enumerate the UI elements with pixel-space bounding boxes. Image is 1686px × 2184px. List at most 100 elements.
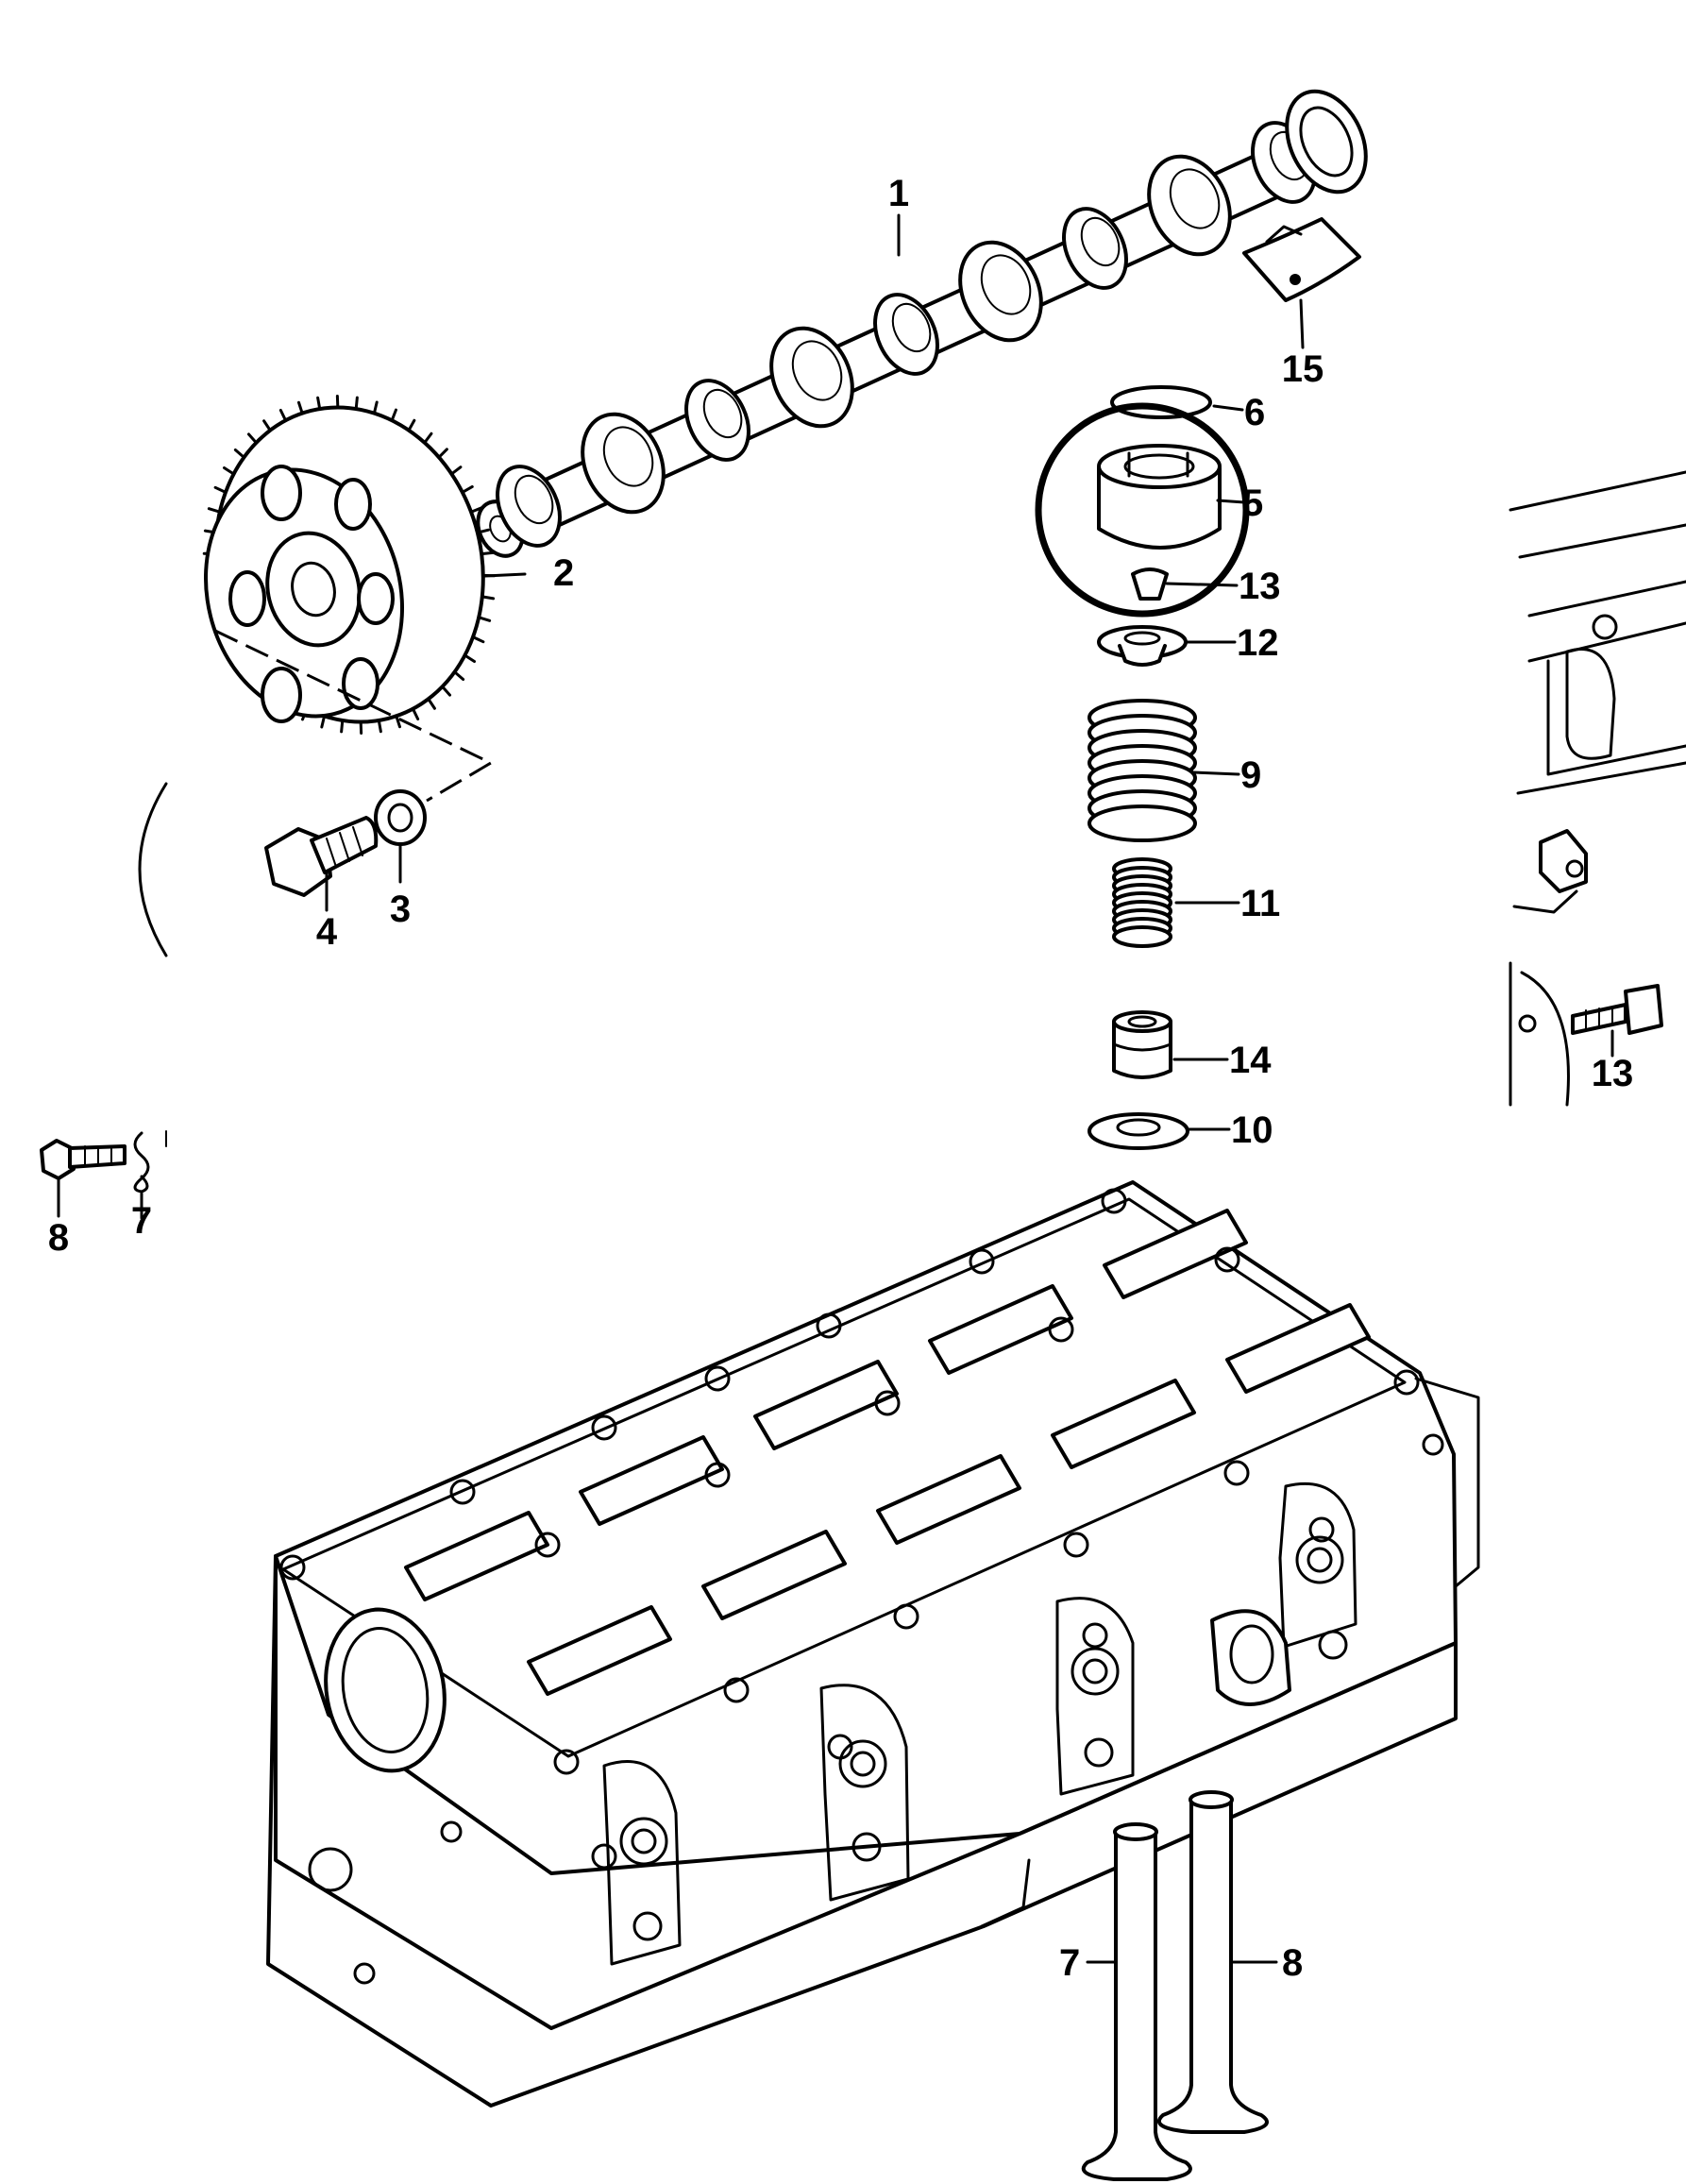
sprocket-tooth bbox=[411, 707, 420, 721]
exhaust-valve bbox=[1156, 1790, 1269, 2134]
sprocket-tooth bbox=[476, 528, 490, 534]
sprocket-tooth bbox=[390, 408, 397, 422]
cylinder-head bbox=[266, 1180, 1480, 2108]
cylinder-head-bolt-boss bbox=[893, 1603, 919, 1630]
callout-stem-seal: 14 bbox=[1229, 1040, 1272, 1081]
camshaft-journal bbox=[496, 465, 562, 548]
cylinder-head-bolt-boss bbox=[1308, 1516, 1335, 1543]
sprocket-tooth bbox=[262, 419, 272, 432]
valve-tappet bbox=[1097, 444, 1222, 550]
sprocket-tooth bbox=[320, 714, 327, 729]
cylinder-head-bolt-boss bbox=[704, 1365, 731, 1392]
cylinder-head-bolt-boss bbox=[534, 1532, 561, 1558]
camshaft-lobe-face bbox=[514, 474, 554, 525]
cylinder-head-port bbox=[876, 1454, 1021, 1545]
callout-valve-tappet: 5 bbox=[1242, 483, 1263, 524]
inner-spring-coil bbox=[1112, 925, 1172, 948]
sprocket-tooth bbox=[463, 653, 476, 664]
cylinder-head-port bbox=[404, 1511, 549, 1601]
inner-valve-spring bbox=[1112, 857, 1172, 948]
cylinder-head-bolt-boss bbox=[591, 1414, 617, 1441]
callout-left-bolt: 8 bbox=[48, 1217, 69, 1259]
callout-outer-spring: 9 bbox=[1240, 754, 1261, 796]
sprocket-tooth bbox=[427, 697, 436, 710]
cylinder-head-bolt-boss bbox=[1223, 1460, 1250, 1486]
cylinder-head-port bbox=[753, 1360, 899, 1450]
sprocket-tooth bbox=[423, 432, 433, 445]
cylinder-head-bolt-boss bbox=[1063, 1532, 1089, 1558]
callout-sprocket: 2 bbox=[553, 552, 574, 594]
camshaft-journal bbox=[684, 379, 750, 462]
camshaft bbox=[476, 89, 1368, 558]
sprocket-tooth bbox=[461, 484, 474, 494]
cylinder-head-bolt-boss bbox=[1393, 1369, 1420, 1396]
cylinder-head-bolt-boss bbox=[816, 1312, 842, 1339]
left-bolt bbox=[40, 1139, 126, 1180]
camshaft-lobe-face bbox=[891, 302, 932, 353]
cylinder-head-bolt-boss bbox=[704, 1462, 731, 1488]
callout-sprocket-bolt: 4 bbox=[316, 911, 338, 953]
cylinder-head-port bbox=[1051, 1379, 1196, 1469]
adjusting-disc bbox=[1110, 385, 1212, 419]
sprocket-tooth bbox=[207, 507, 222, 514]
sprocket-tooth bbox=[213, 485, 228, 494]
sprocket-tooth bbox=[441, 685, 452, 697]
camshaft-lobe-face bbox=[702, 388, 743, 439]
callout-labels: 1 2 3 4 5 6 8 7 9 10 11 12 13 14 15 13 7… bbox=[48, 173, 1633, 1984]
camshaft-lobe-face bbox=[1080, 216, 1121, 267]
sprocket-tooth bbox=[437, 448, 448, 459]
cylinder-head-bolt-boss bbox=[874, 1390, 901, 1416]
cylinder-head-bolt-boss bbox=[1082, 1622, 1108, 1649]
sprocket-tooth bbox=[223, 466, 236, 476]
sprocket-tooth bbox=[233, 449, 245, 459]
outer-valve-spring bbox=[1087, 699, 1197, 842]
camshaft-journal bbox=[1062, 207, 1128, 290]
cylinder-head-bolt-boss bbox=[969, 1248, 995, 1275]
camshaft-sprocket bbox=[202, 395, 497, 803]
valve-cotters bbox=[1131, 567, 1169, 601]
leader-lines bbox=[57, 213, 1614, 1964]
callout-exhaust-valve: 8 bbox=[1282, 1942, 1303, 1984]
cylinder-head-bolt-boss bbox=[1214, 1246, 1240, 1273]
camshaft-journal bbox=[873, 293, 939, 376]
callout-spring-seat: 10 bbox=[1231, 1109, 1273, 1151]
sprocket-tooth bbox=[477, 616, 492, 622]
sprocket-tooth bbox=[480, 550, 495, 556]
cylinder-head-port bbox=[928, 1284, 1073, 1375]
sprocket-tooth bbox=[377, 719, 382, 734]
outer-spring-coil bbox=[1087, 804, 1197, 842]
callout-sprocket-washer: 3 bbox=[390, 889, 411, 930]
highlight-circle bbox=[1035, 402, 1250, 618]
cylinder-head-port bbox=[701, 1530, 847, 1620]
camshaft-lobe-face bbox=[602, 426, 654, 487]
sprocket-tooth bbox=[469, 506, 483, 514]
cylinder-head-port bbox=[1103, 1209, 1248, 1299]
cylinder-head-bolt-boss bbox=[1048, 1316, 1074, 1343]
cylinder-head-bolt-boss bbox=[449, 1479, 476, 1505]
cylinder-head-bolt-boss bbox=[279, 1554, 306, 1581]
intake-valve bbox=[1081, 1822, 1192, 2181]
cylinder-head-bolt-boss bbox=[1101, 1188, 1127, 1214]
sprocket-tooth bbox=[471, 635, 485, 644]
callout-inner-spring: 11 bbox=[1240, 883, 1280, 924]
callout-camshaft: 1 bbox=[888, 173, 909, 214]
valve-stem-seal bbox=[1112, 1010, 1172, 1079]
sprocket-tooth bbox=[340, 719, 345, 734]
callout-spring-retainer: 12 bbox=[1237, 622, 1279, 664]
adjacent-belt-arc bbox=[138, 782, 168, 957]
sprocket-tooth bbox=[246, 432, 258, 445]
cylinder-head-port bbox=[579, 1435, 724, 1526]
callout-valve-cotters: 13 bbox=[1239, 566, 1281, 607]
sprocket-tooth bbox=[316, 396, 322, 411]
sprocket-tooth bbox=[407, 418, 416, 432]
sprocket-tooth bbox=[278, 408, 288, 422]
sprocket-tooth bbox=[481, 595, 496, 601]
camshaft-lobe-face bbox=[1169, 168, 1221, 229]
bearing-shell bbox=[1242, 217, 1361, 302]
sprocket-tooth bbox=[449, 466, 463, 476]
cylinder-head-bolt-boss bbox=[553, 1749, 580, 1775]
callout-side-bolt: 13 bbox=[1592, 1053, 1634, 1094]
callout-bearing-shell: 15 bbox=[1282, 348, 1324, 390]
cylinder-head-port bbox=[527, 1605, 672, 1696]
